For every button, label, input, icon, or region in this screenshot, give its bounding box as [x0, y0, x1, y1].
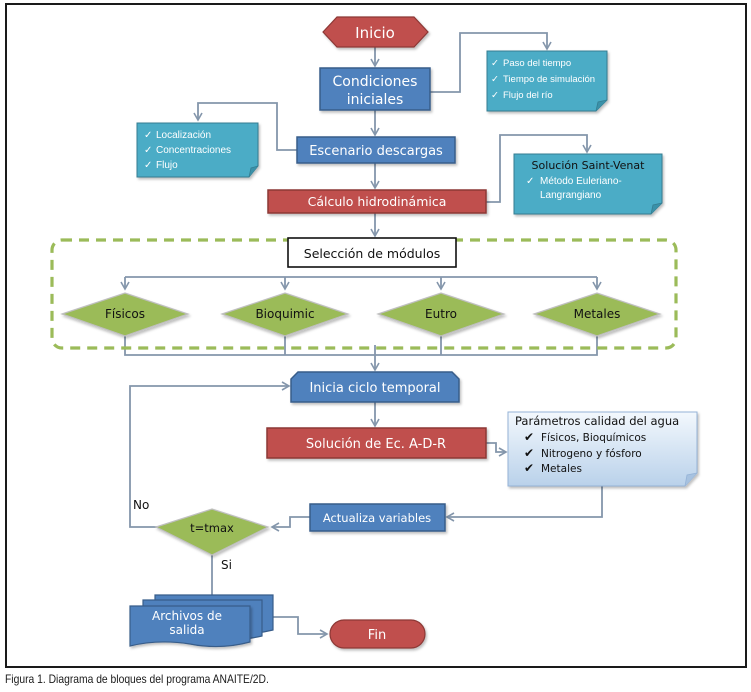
check-icon: ✓ [491, 90, 499, 101]
note-calidad-agua: Parámetros calidad del agua ✔ Físicos, B… [507, 411, 698, 487]
check-icon: ✓ [144, 130, 152, 141]
module-fisicos[interactable]: Físicos [60, 292, 190, 337]
solucion-adr-node[interactable]: Solución de Ec. A-D-R [266, 427, 487, 459]
note-tiempo-item-2: Tiempo de simulación [503, 74, 595, 85]
solucion-label: Solución de Ec. A-D-R [306, 437, 446, 452]
edge-label-si: Si [221, 558, 232, 572]
seleccion-label: Selección de módulos [304, 246, 440, 261]
note-calidad-title: Parámetros calidad del agua [515, 414, 679, 428]
archivos-salida-node[interactable]: Archivos de salida [129, 594, 274, 648]
module-group-border [50, 238, 678, 350]
note-saint-venant-title: Solución Saint-Venat [532, 159, 646, 172]
check-icon: ✓ [144, 160, 152, 171]
decision-tmax-node[interactable]: t=tmax [154, 508, 270, 556]
note-tiempo-item-3: Flujo del río [503, 90, 553, 101]
note-saint-venant-item-2: Langrangiano [540, 190, 602, 201]
module-bioquimic-label: Bioquimic [255, 307, 314, 321]
edge-calculo-note-saintvenant [486, 134, 592, 203]
edge-label-no: No [133, 498, 149, 512]
inicio-label: Inicio [355, 24, 395, 42]
condiciones-iniciales-node[interactable]: Condiciones iniciales [319, 67, 431, 111]
check-icon: ✓ [491, 74, 499, 85]
module-fisicos-label: Físicos [105, 307, 145, 321]
note-saint-venant-item-1: Método Euleriano- [540, 176, 622, 187]
escenario-descargas-node[interactable]: Escenario descargas [296, 136, 456, 164]
note-descargas-item-3: Flujo [156, 160, 178, 171]
edge-escenario-note-descargas [193, 102, 297, 151]
fin-label: Fin [368, 628, 386, 643]
module-eutro-label: Eutro [425, 307, 457, 321]
archivos-label-line1: Archivos de [152, 609, 222, 623]
edge-condiciones-note-tiempo [430, 32, 552, 93]
inicio-node[interactable]: Inicio [322, 16, 429, 48]
module-metales-label: Metales [574, 307, 621, 321]
note-calidad-item-1: Físicos, Bioquímicos [541, 432, 646, 444]
edge-solucion-note-calidad [486, 442, 508, 457]
escenario-label: Escenario descargas [309, 144, 443, 159]
figure-frame [5, 3, 747, 668]
inicia-ciclo-label: Inicia ciclo temporal [309, 381, 440, 396]
note-saint-venant: Solución Saint-Venat ✓ Método Euleriano-… [513, 153, 663, 215]
actualiza-variables-node[interactable]: Actualiza variables [309, 503, 446, 532]
note-descargas-item-1: Localización [156, 130, 211, 141]
edge-decision-no-loop [129, 381, 291, 528]
note-descargas-item-2: Concentraciones [156, 145, 231, 156]
condiciones-label-line1: Condiciones [333, 74, 418, 90]
module-metales[interactable]: Metales [532, 292, 662, 337]
condiciones-label-line2: iniciales [347, 92, 404, 108]
note-tiempo-item-1: Paso del tiempo [503, 58, 571, 69]
check-icon: ✓ [526, 176, 534, 187]
module-eutro[interactable]: Eutro [376, 292, 506, 337]
note-calidad-item-3: Metales [541, 463, 582, 475]
edge-calidad-actualiza [445, 486, 603, 522]
inicia-ciclo-node[interactable]: Inicia ciclo temporal [290, 371, 460, 403]
note-calidad-item-2: Nitrogeno y fósforo [541, 448, 642, 460]
calculo-label: Cálculo hidrodinámica [308, 194, 447, 209]
check-icon: ✓ [144, 145, 152, 156]
edge-module-collection-bar [124, 336, 598, 356]
connectors [120, 32, 603, 639]
note-tiempo: ✓ Paso del tiempo ✓ Tiempo de simulación… [486, 50, 608, 112]
figure-caption: Figura 1. Diagrama de bloques del progra… [5, 672, 269, 686]
edge-archivos-fin [273, 616, 329, 639]
fin-node[interactable]: Fin [329, 619, 426, 649]
check-icon: ✔ [524, 430, 534, 444]
note-descargas: ✓ Localización ✓ Concentraciones ✓ Flujo [136, 122, 259, 178]
decision-label: t=tmax [190, 521, 234, 535]
edge-actualiza-decision [270, 516, 310, 532]
archivos-label-line2: salida [169, 623, 204, 637]
actualiza-label: Actualiza variables [323, 511, 431, 525]
check-icon: ✔ [524, 461, 534, 475]
module-bioquimic[interactable]: Bioquimic [220, 292, 350, 337]
seleccion-modulos-node[interactable]: Selección de módulos [287, 237, 457, 268]
check-icon: ✔ [524, 446, 534, 460]
check-icon: ✓ [491, 58, 499, 69]
calculo-hidrodinamica-node[interactable]: Cálculo hidrodinámica [267, 189, 487, 214]
